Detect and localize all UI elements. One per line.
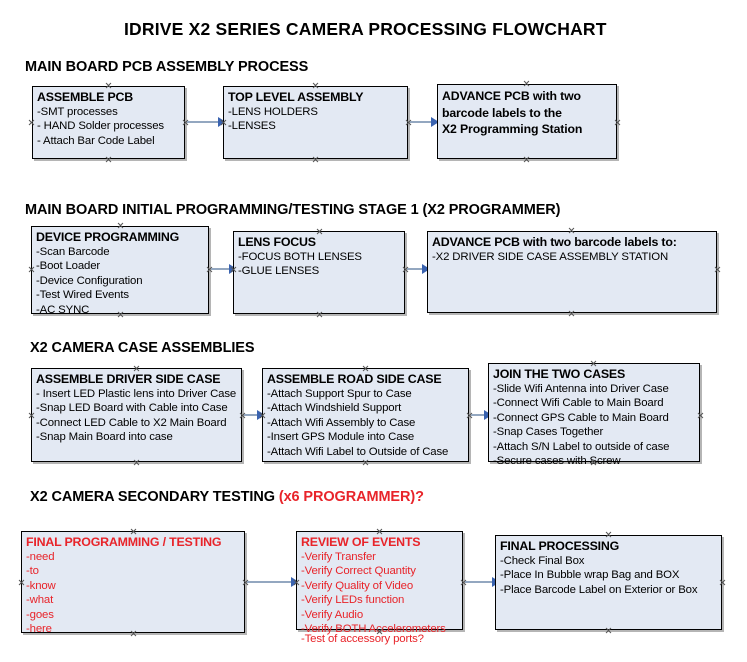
process-box-join-the-two-cases[interactable]: JOIN THE TWO CASES -Slide Wifi Antenna i… [488,363,700,467]
box-line: -Verify Transfer [301,551,376,563]
box-line: -Secure cases with Screw [493,455,621,468]
box-line: - HAND Solder processes [37,120,164,133]
box-line: - Attach Bar Code Label [37,134,155,147]
section-heading-1: MAIN BOARD PCB ASSEMBLY PROCESS [25,59,308,75]
box-line: -goes [26,608,54,621]
box-overflow-line: -Test of accessory ports? [301,633,424,645]
box-line: -Check Final Box [500,555,585,567]
connector-arrowhead [291,577,299,587]
box-line: -Place Barcode Label on Exterior or Box [500,583,698,596]
box-line: -Verify LEDs function [301,594,405,607]
section-heading-1-text: MAIN BOARD PCB ASSEMBLY PROCESS [25,59,309,75]
box-line: -Place In Bubble wrap Bag and BOX [500,569,680,582]
box-line: -Snap LED Board with Cable into Case [36,402,228,415]
box-line: -Verify Audio [301,608,363,621]
box-line: -Slide Wifi Antenna into Driver Case [493,383,669,395]
box-line: -Connect LED Cable to X2 Main Board [36,416,227,429]
box-title: ADVANCE PCB with two barcode labels to: [432,235,677,249]
process-box-advance-pcb-programming-station[interactable]: ADVANCE PCB with two barcode labels to t… [437,84,617,159]
box-line: -GLUE LENSES [238,265,320,278]
box-line: -Snap Cases Together [493,426,604,439]
section-heading-4-accent: (x6 PROGRAMMER)? [278,489,424,505]
box-title: FINAL PROCESSING [500,539,620,553]
box-title: REVIEW OF EVENTS [301,535,421,549]
box-line: -Attach Support Spur to Case [267,388,412,400]
box-line: -Verify Correct Quantity [301,565,416,578]
box-line: -LENSES [228,120,276,133]
process-box-final-programming-testing[interactable]: FINAL PROGRAMMING / TESTING -need -to -k… [21,531,245,636]
box-line: -what [26,594,54,607]
box-line: -Attach Wifi Assembly to Case [267,416,416,429]
process-box-assemble-driver-side-case[interactable]: ASSEMBLE DRIVER SIDE CASE - Insert LED P… [31,368,242,462]
connector-line [465,581,495,583]
box-title: ADVANCE PCB with two [442,89,581,103]
process-box-lens-focus[interactable]: LENS FOCUS -FOCUS BOTH LENSES -GLUE LENS… [233,231,405,314]
box-title: ASSEMBLE PCB [37,90,134,104]
box-line: -Scan Barcode [36,246,110,258]
connector-arrowhead [431,117,439,127]
box-line: -to [26,565,39,578]
box-title: JOIN THE TWO CASES [493,367,626,381]
box-line: -Attach Windshield Support [267,402,402,415]
box-line: -Device Configuration [36,274,143,287]
box-line: barcode labels to the [442,105,562,120]
connector-line [471,414,487,416]
box-line: -Insert GPS Module into Case [267,431,415,444]
process-box-device-programming[interactable]: DEVICE PROGRAMMING -Scan Barcode -Boot L… [31,226,209,316]
box-line: -Boot Loader [36,260,101,273]
connector-line [211,268,232,270]
box-line: -know [26,579,56,592]
box-line: -Connect GPS Cable to Main Board [493,411,669,424]
process-box-top-level-assembly[interactable]: TOP LEVEL ASSEMBLY -LENS HOLDERS -LENSES [223,86,408,159]
box-line: -Attach S/N Label to outside of case [493,440,670,453]
section-heading-3-text: X2 CAMERA CASE ASSEMBLIES [30,340,255,356]
process-box-final-processing[interactable]: FINAL PROCESSING -Check Final Box -Place… [495,535,722,630]
box-line: -need [26,551,55,563]
box-line: -Verify BOTH Accelerometers [301,623,446,636]
box-line: -Snap Main Board into case [36,431,173,444]
connector-line [410,121,434,123]
box-title: DEVICE PROGRAMMING [36,230,180,244]
connector-line [187,121,221,123]
connector-line [407,268,425,270]
box-title: LENS FOCUS [238,235,316,249]
connector-line [244,414,260,416]
section-heading-3: X2 CAMERA CASE ASSEMBLIES [30,340,255,356]
box-line: -LENS HOLDERS [228,106,318,118]
box-line: -SMT processes [37,106,118,118]
connector-arrowhead [218,117,226,127]
section-heading-2: MAIN BOARD INITIAL PROGRAMMING/TESTING S… [25,202,561,218]
box-line: -here [26,623,52,636]
section-heading-4: X2 CAMERA SECONDARY TESTING (x6 PROGRAMM… [30,489,424,505]
box-line: -Verify Quality of Video [301,579,414,592]
process-box-advance-pcb-driver-side[interactable]: ADVANCE PCB with two barcode labels to: … [427,231,717,313]
box-line: -FOCUS BOTH LENSES [238,251,362,263]
box-title: ASSEMBLE ROAD SIDE CASE [267,372,442,386]
connector-arrowhead [257,410,265,420]
section-heading-4-text: X2 CAMERA SECONDARY TESTING [30,489,279,505]
box-line: -Test Wired Events [36,289,129,302]
connector-line [247,581,294,583]
process-box-assemble-road-side-case[interactable]: ASSEMBLE ROAD SIDE CASE -Attach Support … [262,368,469,462]
process-box-assemble-pcb[interactable]: ASSEMBLE PCB -SMT processes - HAND Solde… [32,86,185,159]
box-line: -Attach Wifi Label to Outside of Case [267,445,449,458]
box-title: TOP LEVEL ASSEMBLY [228,90,364,104]
connector-arrowhead [422,264,430,274]
box-line: -AC SYNC [36,303,90,316]
section-heading-2-text: MAIN BOARD INITIAL PROGRAMMING/TESTING S… [25,202,561,218]
box-line: -Connect Wifi Cable to Main Board [493,397,664,410]
box-line: -X2 DRIVER SIDE CASE ASSEMBLY STATION [432,251,669,263]
box-line: X2 Programming Station [442,122,583,136]
process-box-review-of-events[interactable]: REVIEW OF EVENTS -Verify Transfer -Verif… [296,531,463,645]
page-title: IDRIVE X2 SERIES CAMERA PROCESSING FLOWC… [124,19,607,39]
box-title: ASSEMBLE DRIVER SIDE CASE [36,372,221,386]
box-line: - Insert LED Plastic lens into Driver Ca… [36,388,237,400]
box-title: FINAL PROGRAMMING / TESTING [26,535,222,549]
